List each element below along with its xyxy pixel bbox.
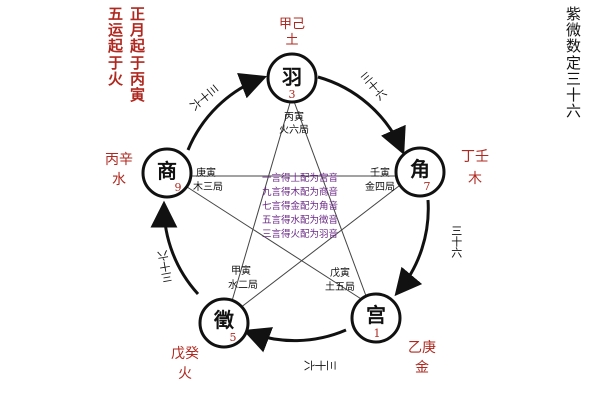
inner-gengyin-2: 木三局 <box>193 181 223 193</box>
arc-zhi-to-shang <box>150 200 200 296</box>
yu-top-label: 甲己 <box>279 17 305 32</box>
title-char: 微 <box>566 21 582 40</box>
jue-side-label: 丁壬 木 <box>452 146 498 190</box>
left-note-col1: 正月起于丙寅 <box>130 6 145 103</box>
node-gong-glyph: 宫 <box>366 303 386 327</box>
zhi-bottom-label: 戊癸 火 <box>160 344 210 384</box>
note1-char: 起 <box>130 37 146 56</box>
node-shang-number: 9 <box>175 181 182 194</box>
node-yu-number: 3 <box>289 88 296 101</box>
arc-label-zhi-shang-text: 三十六 <box>156 249 175 284</box>
jue-side-label-top: 丁壬 <box>461 149 489 165</box>
note1-chars: 正月起于丙寅 <box>130 6 145 103</box>
node-zhi-glyph: 徵 <box>213 308 235 332</box>
node-zhi-number: 5 <box>230 331 237 344</box>
node-jue-glyph: 角 <box>410 157 430 181</box>
title-vertical: 紫微数定三十六 <box>566 5 582 121</box>
node-gong-circle <box>350 292 402 344</box>
title-char: 三 <box>566 69 582 88</box>
yu-element: 土 <box>285 33 298 48</box>
title-char: 紫 <box>566 5 582 23</box>
inner-bingyin-1: 丙寅 <box>284 110 304 123</box>
node-yu-circle <box>266 52 318 104</box>
inner-wuyin-2: 土五局 <box>325 280 355 293</box>
arc-label-gong-zhi-text: 三十六 <box>304 358 338 372</box>
node-yu-glyph: 羽 <box>282 65 302 89</box>
arc-label-jue-gong-text: 三十六 <box>449 225 463 258</box>
arc-gong-to-zhi <box>242 327 347 353</box>
zhi-bottom-label-elem: 火 <box>178 366 192 382</box>
inner-gengyin-1: 庚寅 <box>196 166 216 179</box>
note2-char: 起 <box>108 37 124 56</box>
arc-label-jue-gong: 三十六 <box>438 225 474 258</box>
left-note-col2: 五运起于火 <box>108 6 123 87</box>
center-line: 三言得火配为羽音 <box>262 228 338 240</box>
center-line: 一言得土配为宫音 <box>262 172 338 184</box>
inner-bingyin-2: 火六局 <box>279 124 309 136</box>
node-gong-number: 1 <box>374 327 381 340</box>
note1-char: 丙 <box>130 69 146 88</box>
center-line: 九言得木配为商音 <box>262 186 338 198</box>
title-char: 定 <box>566 53 582 72</box>
node-shang-circle <box>141 147 193 199</box>
arc-label-shang-yu-text: 三十六 <box>187 81 221 113</box>
title-char: 数 <box>566 37 582 56</box>
note1-char: 月 <box>130 21 146 40</box>
center-text-block: 一言得土配为宫音 九言得木配为商音 七言得金配为角音 五言得水配为徵音 三言得火… <box>262 172 338 240</box>
note2-char: 运 <box>108 21 124 40</box>
inner-renyin-1: 壬寅 <box>370 166 390 179</box>
shang-side-label-elem: 水 <box>112 172 126 188</box>
inner-wuyin-1: 戊寅 <box>330 266 350 279</box>
jue-side-label-elem: 木 <box>468 171 482 187</box>
node-zhi-circle <box>198 297 250 349</box>
note2-char: 火 <box>108 69 124 88</box>
pentagram <box>169 95 413 319</box>
center-line: 五言得水配为徵音 <box>262 214 338 226</box>
node-jue-number: 7 <box>424 180 431 193</box>
arc-shang-to-yu <box>186 73 268 151</box>
note2-chars: 五运起于火 <box>108 6 123 87</box>
shang-side-label-top: 丙辛 <box>105 152 133 168</box>
inner-jiayin-2: 水二局 <box>228 279 258 291</box>
node-shang-glyph: 商 <box>157 159 177 183</box>
arc-yu-to-jue <box>317 75 406 155</box>
note2-char: 于 <box>108 53 124 72</box>
zhi-bottom-label-top: 戊癸 <box>171 346 199 362</box>
center-line: 七言得金配为角音 <box>262 200 338 212</box>
gong-bottom-label: 乙庚 金 <box>398 338 446 378</box>
gong-bottom-label-top: 乙庚 <box>408 340 436 356</box>
title-chars: 紫微数定三十六 <box>566 5 582 121</box>
arc-label-zhi-shang: 三十六 <box>145 247 186 286</box>
title-char: 六 <box>566 102 582 121</box>
note1-char: 于 <box>130 53 146 72</box>
arc-label-gong-zhi: 三十六 <box>304 347 337 383</box>
arc-label-yu-jue-text: 三十六 <box>357 69 389 104</box>
title-char: 十 <box>566 85 582 104</box>
note2-char: 五 <box>108 5 124 23</box>
shang-side-label: 丙辛 水 <box>98 150 140 190</box>
note1-char: 寅 <box>130 85 146 104</box>
inner-renyin-2: 金四局 <box>365 180 395 193</box>
note1-char: 正 <box>130 5 146 23</box>
arc-jue-to-gong <box>394 199 430 297</box>
inner-jiayin-1: 甲寅 <box>231 264 251 277</box>
gong-bottom-label-elem: 金 <box>415 360 429 376</box>
node-jue-circle <box>394 146 446 198</box>
